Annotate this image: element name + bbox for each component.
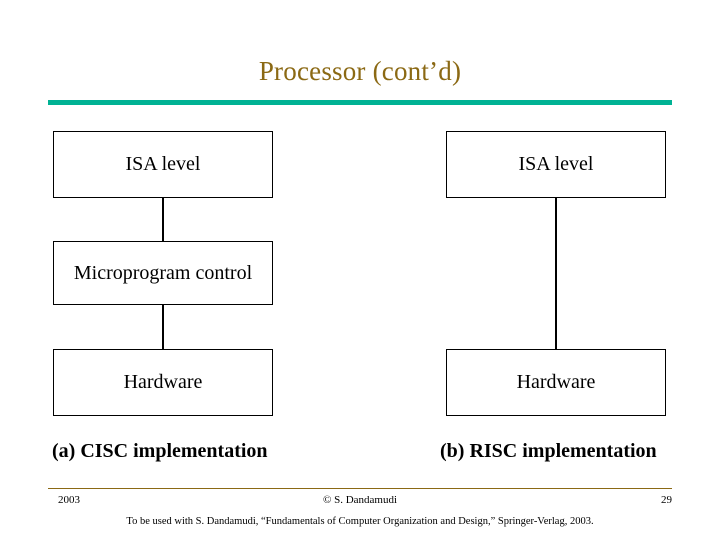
left-box-microprogram-control-label: Microprogram control [73,261,253,284]
footer-divider [48,488,672,489]
title-divider [48,100,672,105]
left-box-isa-level-label: ISA level [125,153,201,175]
right-box-isa-level-label: ISA level [518,153,594,175]
right-connector-isa-to-hardware [555,198,557,349]
page-title: Processor (cont’d) [258,56,462,86]
right-box-hardware: Hardware [446,349,666,416]
right-box-hardware-label: Hardware [516,371,596,393]
left-caption-cisc: (a) CISC implementation [52,440,268,462]
left-connector-microprogram-to-hardware [162,305,164,349]
right-caption-risc: (b) RISC implementation [440,440,657,462]
left-box-hardware-label: Hardware [123,371,203,393]
footer-copyright: © S. Dandamudi [322,494,398,506]
footer-page-number: 29 [661,494,672,506]
footer-year: 2003 [58,494,80,506]
footer-attribution: To be used with S. Dandamudi, “Fundament… [126,516,594,527]
left-connector-isa-to-microprogram [162,198,164,241]
left-box-isa-level: ISA level [53,131,273,198]
right-box-isa-level: ISA level [446,131,666,198]
left-box-hardware: Hardware [53,349,273,416]
left-box-microprogram-control: Microprogram control [53,241,273,305]
